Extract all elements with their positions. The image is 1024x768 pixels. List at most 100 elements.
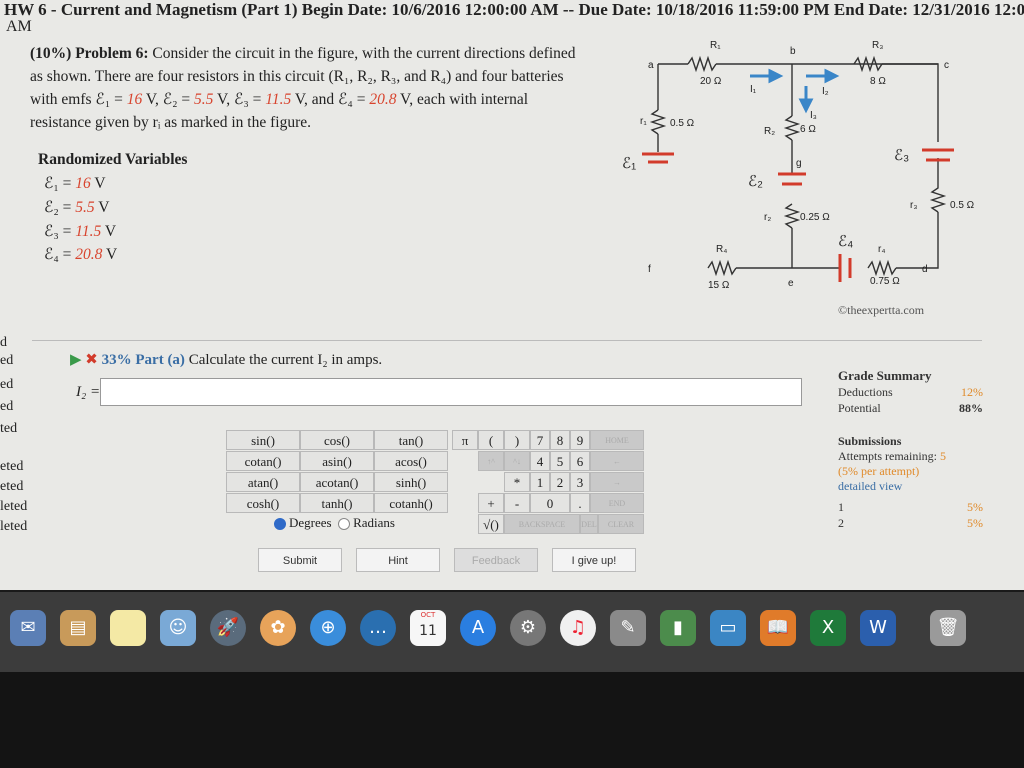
excel-app-icon[interactable]: X <box>810 610 846 646</box>
trash-icon[interactable]: 🗑 <box>930 610 966 646</box>
key-atan[interactable]: atan() <box>226 472 300 492</box>
key-0[interactable]: 0 <box>530 493 570 513</box>
hint-button[interactable]: Hint <box>356 548 440 572</box>
resistor-r2-symbol <box>783 115 801 141</box>
label-r2-internal-value: 0.25 Ω <box>800 212 830 223</box>
submission-number: 1 <box>838 500 844 514</box>
laptop-bezel <box>0 672 1024 768</box>
answer-input[interactable] <box>100 378 802 406</box>
key-pi[interactable]: π <box>452 430 478 450</box>
label-r3: R₃ <box>872 40 883 51</box>
key-down[interactable]: ^↓ <box>504 451 530 471</box>
key-asin[interactable]: asin() <box>300 451 374 471</box>
key-sin[interactable]: sin() <box>226 430 300 450</box>
key-cotanh[interactable]: cotanh() <box>374 493 448 513</box>
key-cos[interactable]: cos() <box>300 430 374 450</box>
key-clear[interactable]: CLEAR <box>598 514 644 534</box>
key-1[interactable]: 1 <box>530 472 550 492</box>
expand-arrow-icon[interactable]: ▶ <box>70 352 82 368</box>
key-acotan[interactable]: acotan() <box>300 472 374 492</box>
itunes-app-icon[interactable]: ♫ <box>560 610 596 646</box>
key-del[interactable]: DEL <box>580 514 598 534</box>
current-i1-arrowhead <box>768 68 784 84</box>
incorrect-x-icon: ✖ <box>85 352 98 368</box>
key-right-paren[interactable]: ) <box>504 430 530 450</box>
emf2-value: 5.5 <box>194 91 214 108</box>
problem-statement: (10%) Problem 6: Consider the circuit in… <box>30 42 590 134</box>
key-backspace[interactable]: BACKSPACE <box>504 514 580 534</box>
part-a-header: ▶ ✖ 33% Part (a) Calculate the current I… <box>70 350 382 369</box>
key-4[interactable]: 4 <box>530 451 550 471</box>
node-e: e <box>788 278 794 289</box>
key-tan[interactable]: tan() <box>374 430 448 450</box>
node-f: f <box>648 264 651 275</box>
resistor-r4-symbol <box>707 259 737 277</box>
keynote-app-icon[interactable]: ▭ <box>710 610 746 646</box>
key-end[interactable]: END <box>590 493 644 513</box>
label-r1-internal: r₁ <box>640 116 647 127</box>
give-up-button[interactable]: I give up! <box>552 548 636 572</box>
messages-app-icon[interactable]: … <box>360 610 396 646</box>
problem-text: V, and ℰ₄ = <box>291 91 370 108</box>
key-9[interactable]: 9 <box>570 430 590 450</box>
feedback-button[interactable]: Feedback <box>454 548 538 572</box>
node-c: c <box>944 60 949 71</box>
degrees-label: Degrees <box>289 515 332 530</box>
key-3[interactable]: 3 <box>570 472 590 492</box>
key-5[interactable]: 5 <box>550 451 570 471</box>
launchpad-icon[interactable]: 🚀 <box>210 610 246 646</box>
key-sqrt[interactable]: √() <box>478 514 504 534</box>
circuit-wire <box>896 212 939 269</box>
submit-button[interactable]: Submit <box>258 548 342 572</box>
key-plus[interactable]: + <box>478 493 504 513</box>
label-r2-value: 6 Ω <box>800 124 816 135</box>
deductions-label: Deductions <box>838 385 893 399</box>
notes-app-icon[interactable]: ▤ <box>60 610 96 646</box>
key-decimal[interactable]: . <box>570 493 590 513</box>
key-7[interactable]: 7 <box>530 430 550 450</box>
key-minus[interactable]: - <box>504 493 530 513</box>
resistor-r1-internal-symbol <box>649 109 667 135</box>
key-home[interactable]: HOME <box>590 430 644 450</box>
label-r4-value: 15 Ω <box>708 280 730 291</box>
current-i3-arrowhead <box>798 98 814 114</box>
node-b: b <box>790 46 796 57</box>
stickies-app-icon[interactable] <box>110 610 146 646</box>
system-preferences-icon[interactable]: ⚙ <box>510 610 546 646</box>
app-store-icon[interactable]: A <box>460 610 496 646</box>
safari-app-icon[interactable]: ⊕ <box>310 610 346 646</box>
key-right-arrow[interactable]: → <box>590 472 644 492</box>
key-up[interactable]: ↑^ <box>478 451 504 471</box>
emf3-value: 11.5 <box>265 91 292 108</box>
key-left-paren[interactable]: ( <box>478 430 504 450</box>
submission-deduction: 5% <box>967 516 983 530</box>
key-cotan[interactable]: cotan() <box>226 451 300 471</box>
assignment-header-cont: AM <box>6 18 32 35</box>
label-r2: R₂ <box>764 126 775 137</box>
photos-app-icon[interactable]: ✿ <box>260 610 296 646</box>
detailed-view-link[interactable]: detailed view <box>838 479 903 493</box>
numbers-app-icon[interactable]: ▮ <box>660 610 696 646</box>
status-text: ed <box>0 353 14 368</box>
resistor-r2-internal-symbol <box>783 203 801 229</box>
key-tanh[interactable]: tanh() <box>300 493 374 513</box>
key-8[interactable]: 8 <box>550 430 570 450</box>
preview-app-icon[interactable]: ✉ <box>10 610 46 646</box>
randomized-var: ℰ₁ = 16 V <box>44 175 106 192</box>
submission-deduction: 5% <box>967 500 983 514</box>
key-cosh[interactable]: cosh() <box>226 493 300 513</box>
key-2[interactable]: 2 <box>550 472 570 492</box>
ibooks-app-icon[interactable]: 📖 <box>760 610 796 646</box>
key-left-arrow[interactable]: ← <box>590 451 644 471</box>
pages-app-icon[interactable]: ✎ <box>610 610 646 646</box>
degrees-radio[interactable] <box>274 518 286 531</box>
key-6[interactable]: 6 <box>570 451 590 471</box>
radians-radio[interactable] <box>338 518 351 531</box>
label-i3: I₃ <box>810 110 817 121</box>
key-multiply[interactable]: * <box>504 472 530 492</box>
contacts-app-icon[interactable]: ☺ <box>160 610 196 646</box>
word-app-icon[interactable]: W <box>860 610 896 646</box>
key-sinh[interactable]: sinh() <box>374 472 448 492</box>
key-acos[interactable]: acos() <box>374 451 448 471</box>
